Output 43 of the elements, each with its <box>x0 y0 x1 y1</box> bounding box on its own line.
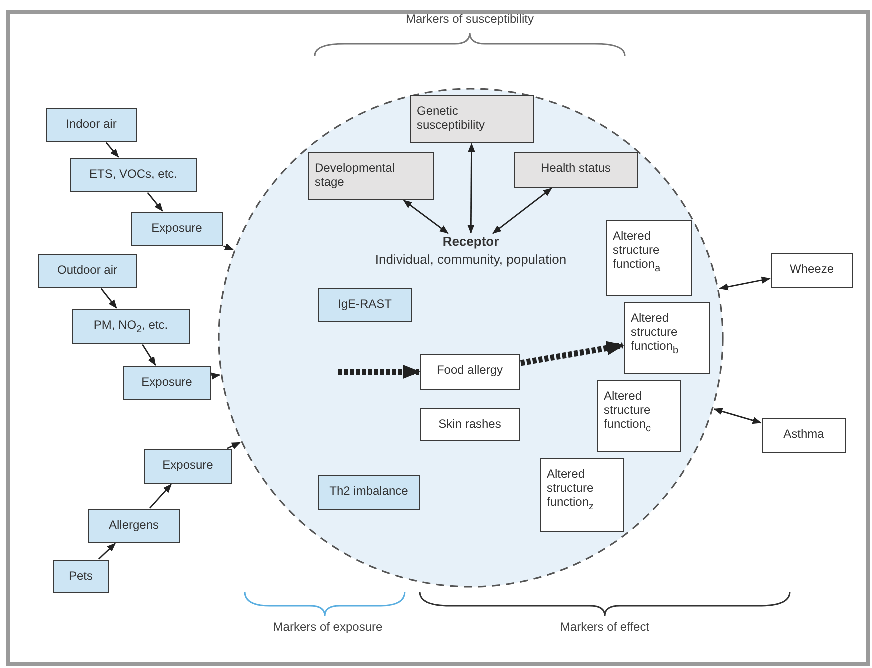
source-box: Outdoor air <box>38 254 137 288</box>
source-box: Pets <box>53 560 109 593</box>
factor-box: Developmental stage <box>308 152 434 200</box>
exposure-box: Exposure <box>123 366 211 400</box>
arrow <box>150 484 172 509</box>
exposure-box: Exposure <box>144 449 232 484</box>
effect-box: Altered structure function$_{a}$ <box>606 220 692 296</box>
source-box: Allergens <box>88 509 180 543</box>
arrow <box>714 408 762 424</box>
arrow <box>338 364 421 380</box>
arrow <box>211 372 221 380</box>
arrow <box>106 142 120 158</box>
section-label: Markers of effect <box>560 620 650 634</box>
arrow <box>468 143 476 234</box>
arrow <box>98 543 116 560</box>
arrow <box>520 341 625 366</box>
arrow <box>142 344 156 366</box>
arrow <box>719 276 771 291</box>
receptor-subtitle: Individual, community, population <box>375 252 567 267</box>
arrow <box>492 188 552 234</box>
effect-box: Altered structure function$_{z}$ <box>540 458 624 532</box>
section-label: Markers of susceptibility <box>406 12 534 26</box>
marker-box: IgE-RAST <box>318 288 412 322</box>
source-box: PM, NO$_{2}$, etc. <box>72 309 190 344</box>
marker-box: Food allergy <box>420 354 520 390</box>
factor-box: Health status <box>514 152 638 188</box>
arrow <box>100 288 118 309</box>
outcome-box: Wheeze <box>771 253 853 288</box>
effect-box: Altered structure function$_{c}$ <box>597 380 681 452</box>
outcome-box: Asthma <box>762 418 846 453</box>
arrow <box>147 192 164 212</box>
arrow <box>403 200 449 234</box>
receptor-heading: Receptor <box>442 234 500 249</box>
exposure-box: Exposure <box>131 212 223 246</box>
arrow <box>227 442 242 450</box>
marker-box: Th2 imbalance <box>318 475 420 510</box>
effect-box: Altered structure function$_{b}$ <box>624 302 710 374</box>
marker-box: Skin rashes <box>420 408 520 441</box>
arrow <box>224 244 234 250</box>
source-box: ETS, VOCs, etc. <box>70 158 197 192</box>
source-box: Indoor air <box>46 108 137 142</box>
factor-box: Genetic susceptibility <box>410 95 534 143</box>
section-label: Markers of exposure <box>273 620 383 634</box>
